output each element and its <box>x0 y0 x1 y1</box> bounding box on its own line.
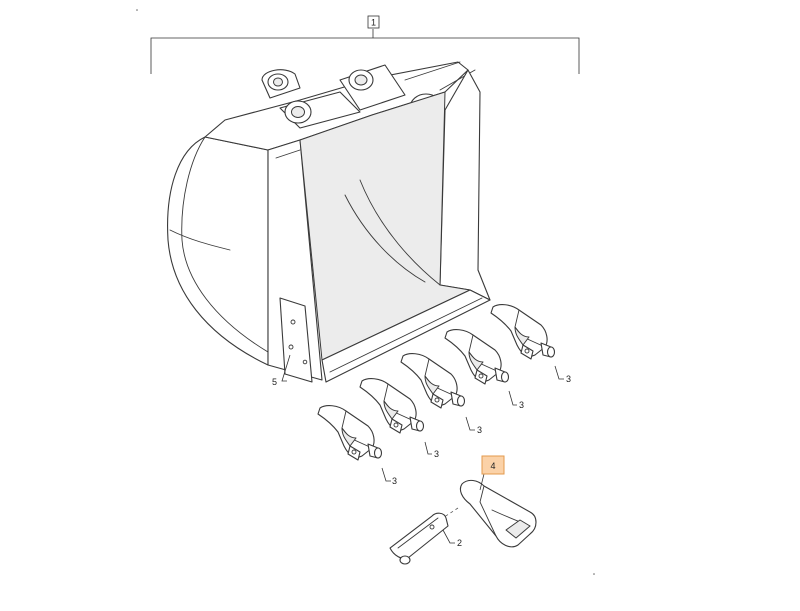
callout-5: 5 <box>272 377 277 387</box>
callout-3-e: 3 <box>566 374 571 384</box>
tooth-5 <box>490 304 556 360</box>
assembly-bracket: 1 <box>150 15 580 74</box>
callout-3-b: 3 <box>434 449 439 459</box>
callout-3-c: 3 <box>477 425 482 435</box>
tooth-4 <box>444 329 510 385</box>
callout-2: 2 <box>457 538 462 548</box>
excavator-bucket <box>167 61 491 383</box>
callout-4-highlight <box>481 455 505 475</box>
callout-1: 1 <box>371 18 376 28</box>
tooth-1 <box>317 405 383 461</box>
tooth-2 <box>359 378 425 434</box>
side-cutter-pin <box>389 512 449 565</box>
callout-3-d: 3 <box>519 400 524 410</box>
callout-3-a: 3 <box>392 476 397 486</box>
callout-4: 4 <box>490 461 495 471</box>
tooth-tip-exploded <box>459 479 537 548</box>
